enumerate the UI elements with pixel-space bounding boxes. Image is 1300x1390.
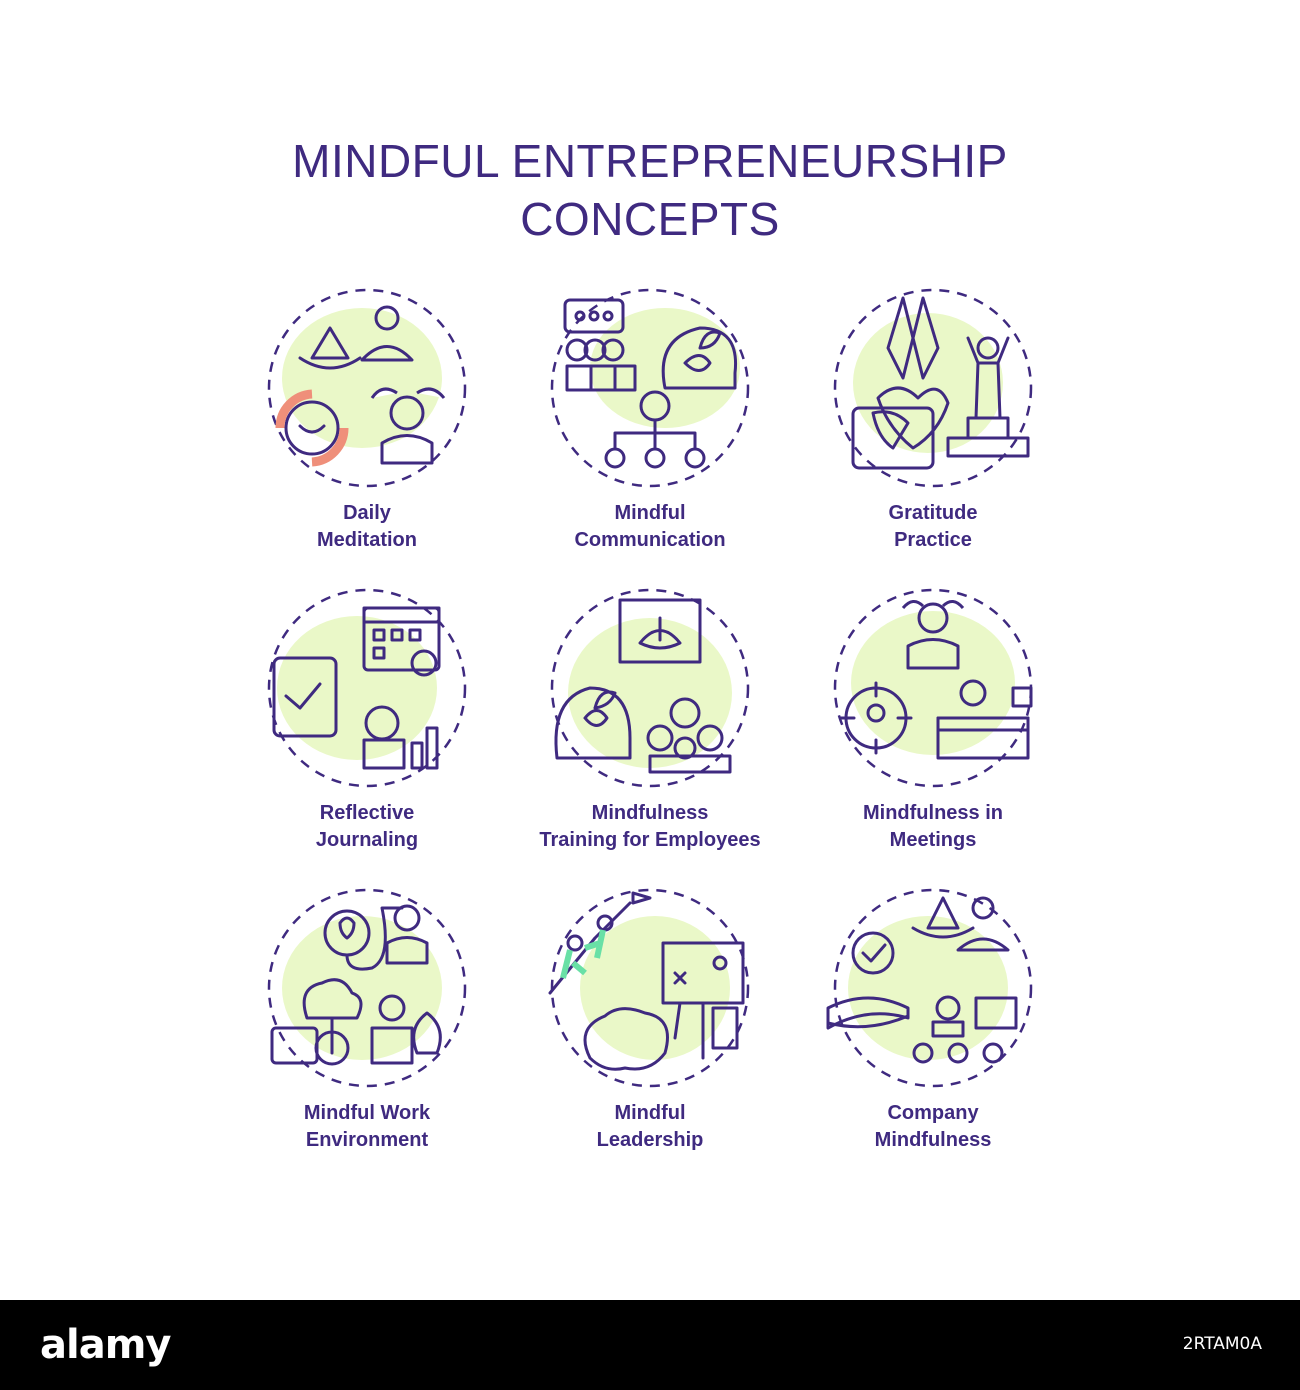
- concept-label: Mindful Work Environment: [212, 1100, 522, 1154]
- concept-label-line-2: Journaling: [315, 829, 419, 851]
- concept-label-line-2: Practice: [894, 529, 972, 551]
- footer-bar: alamy 2RTAM0A: [0, 1300, 1300, 1390]
- concept-label-line-1: Mindful Work: [303, 1102, 431, 1124]
- concept-label-line-2: Meditation: [317, 529, 417, 551]
- concept-label: Mindful Leadership: [495, 1100, 805, 1154]
- work-environment-icon: [267, 888, 467, 1088]
- concept-label: Company Mindfulness: [778, 1100, 1088, 1154]
- meditation-icon: [267, 288, 467, 488]
- concept-label-line-2: Environment: [305, 1129, 429, 1151]
- concept-label-line-1: Mindfulness in: [863, 802, 1003, 824]
- concept-label: Daily Meditation: [212, 500, 522, 554]
- company-icon: [826, 888, 1033, 1088]
- concept-label: Reflective Journaling: [212, 800, 522, 854]
- meetings-icon: [833, 588, 1033, 788]
- concept-label-line-1: Mindful: [614, 502, 686, 524]
- image-id: 2RTAM0A: [1182, 1334, 1262, 1354]
- title-line-1: MINDFUL ENTREPRENEURSHIP: [292, 135, 1008, 187]
- concept-label-line-2: Leadership: [596, 1129, 704, 1151]
- concept-label-line-1: Mindful: [614, 1102, 686, 1124]
- concept-label-line-2: Communication: [574, 529, 726, 551]
- concept-label: Mindfulness Training for Employees: [495, 800, 805, 854]
- concept-label-line-2: Meetings: [889, 829, 977, 851]
- concept-label-line-1: Gratitude: [888, 502, 978, 524]
- journaling-icon: [267, 588, 467, 788]
- concept-label-line-2: Mindfulness: [874, 1129, 992, 1151]
- brand-logo: alamy: [40, 1322, 171, 1368]
- concept-label-line-2: Training for Employees: [539, 829, 761, 851]
- concept-label-line-1: Mindfulness: [591, 802, 709, 824]
- concept-label: Mindful Communication: [495, 500, 805, 554]
- concept-label-line-1: Daily: [343, 502, 391, 524]
- page-title: MINDFUL ENTREPRENEURSHIP CONCEPTS: [0, 132, 1300, 248]
- gratitude-icon: [833, 288, 1033, 488]
- concept-label: Gratitude Practice: [778, 500, 1088, 554]
- training-icon: [550, 588, 750, 788]
- title-line-2: CONCEPTS: [520, 193, 780, 245]
- concept-label: Mindfulness in Meetings: [778, 800, 1088, 854]
- communication-icon: [550, 288, 750, 488]
- concept-label-line-1: Reflective: [319, 802, 415, 824]
- concept-label-line-1: Company: [887, 1102, 979, 1124]
- leadership-icon: [548, 888, 750, 1088]
